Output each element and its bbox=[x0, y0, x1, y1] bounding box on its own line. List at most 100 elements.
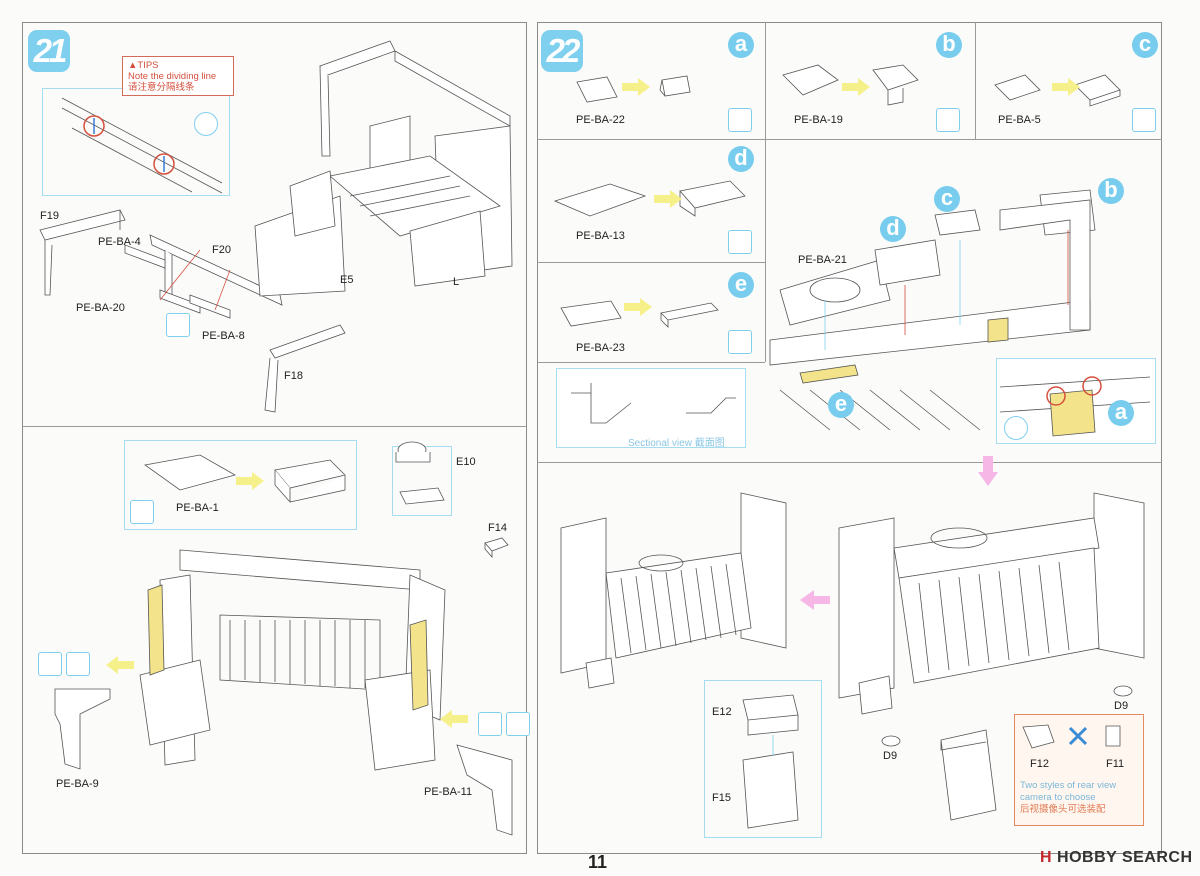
pe-ba-9-drawing bbox=[54, 688, 111, 770]
label-pe-ba-21: PE-BA-21 bbox=[798, 254, 847, 266]
arrow-left-pe-ba-11 bbox=[440, 710, 468, 728]
pe-ba-22-drawing bbox=[576, 75, 691, 103]
pe-ba-1-drawing bbox=[143, 454, 346, 504]
step21-cab-drawing bbox=[254, 40, 513, 297]
bend-icon-b bbox=[936, 108, 960, 132]
main-marker-c: c bbox=[934, 186, 960, 212]
step22-panel bbox=[537, 22, 1162, 854]
magnifier-icon-a bbox=[1004, 416, 1028, 440]
label-d9-right: D9 bbox=[1114, 700, 1129, 712]
e10-drawing bbox=[395, 441, 445, 505]
e12-f15-drawing bbox=[742, 694, 799, 829]
label-pe-ba-19: PE-BA-19 bbox=[794, 114, 843, 126]
label-pe-ba-22: PE-BA-22 bbox=[576, 114, 625, 126]
tips-note: ▲TIPS Note the dividing line 请注意分隔线条 bbox=[122, 56, 234, 96]
arrow-right-c bbox=[1052, 78, 1080, 96]
label-f15: F15 bbox=[712, 792, 731, 804]
label-f14: F14 bbox=[488, 522, 507, 534]
label-e5: E5 bbox=[340, 274, 354, 286]
label-e10: E10 bbox=[456, 456, 476, 468]
arrow-right-d bbox=[654, 190, 682, 208]
step21-frame-parts-drawing bbox=[39, 209, 346, 413]
tips-line-en: Note the dividing line bbox=[128, 71, 217, 82]
glue-icon-pe-ba-11 bbox=[506, 712, 530, 736]
arrow-right-b bbox=[842, 78, 870, 96]
label-f18: F18 bbox=[284, 370, 303, 382]
step22-row-divider-d bbox=[537, 262, 765, 263]
hobby-search-mark: H bbox=[1040, 849, 1053, 866]
step22-col-divider-2 bbox=[975, 22, 976, 139]
page-number: 11 bbox=[588, 852, 608, 872]
step-22-number: 22 bbox=[541, 30, 583, 72]
main-marker-a: a bbox=[1108, 400, 1134, 426]
detail-a-drawing bbox=[999, 376, 1151, 437]
step22-chassis-left-drawing bbox=[560, 492, 787, 689]
step22-chassis-drawing bbox=[769, 189, 1096, 431]
label-l: L bbox=[453, 276, 460, 288]
f14-drawing bbox=[484, 537, 509, 559]
f12-drawing bbox=[1022, 724, 1055, 749]
label-pe-ba-9: PE-BA-9 bbox=[56, 778, 99, 790]
pe-ba-23-drawing bbox=[560, 300, 719, 328]
step22-row-divider-e bbox=[537, 362, 765, 363]
sub-a-marker: a bbox=[728, 32, 754, 58]
sectional-view-box bbox=[556, 368, 746, 448]
pe-ba-19-drawing bbox=[782, 64, 919, 106]
magnifier-icon bbox=[194, 112, 218, 136]
arrow-left-pe-ba-9 bbox=[106, 656, 134, 674]
label-d9-left: D9 bbox=[883, 750, 898, 762]
sectional-view-drawing bbox=[571, 383, 736, 424]
d9-right-drawing bbox=[1113, 685, 1133, 697]
bend-icon-pe-ba-1 bbox=[130, 500, 154, 524]
label-f19: F19 bbox=[40, 210, 59, 222]
f11-drawing bbox=[1105, 725, 1121, 747]
label-pe-ba-13: PE-BA-13 bbox=[576, 230, 625, 242]
bend-icon-d bbox=[728, 230, 752, 254]
step21-divider bbox=[22, 426, 527, 427]
step-21-number: 21 bbox=[28, 30, 70, 72]
label-pe-ba-20: PE-BA-20 bbox=[76, 302, 125, 314]
main-marker-d: d bbox=[880, 216, 906, 242]
tips-detail-drawing bbox=[61, 97, 223, 194]
tips-line-cn: 请注意分隔线条 bbox=[128, 82, 195, 93]
step21-panel bbox=[22, 22, 527, 854]
step22-chassis-right-drawing bbox=[838, 492, 1145, 715]
arrow-down-pink bbox=[978, 456, 998, 486]
arrow-right-a bbox=[622, 78, 650, 96]
pe-ba-13-drawing bbox=[553, 180, 746, 217]
bend-icon-a bbox=[728, 108, 752, 132]
sectional-view-caption: Sectional view 截面图 bbox=[628, 438, 725, 449]
sub-c-marker: c bbox=[1132, 32, 1158, 58]
label-f12: F12 bbox=[1030, 758, 1049, 770]
tips-title: ▲TIPS bbox=[128, 60, 159, 71]
label-pe-ba-23: PE-BA-23 bbox=[576, 342, 625, 354]
sub-d-marker: d bbox=[728, 146, 754, 172]
e12-f15-box bbox=[704, 680, 822, 838]
label-pe-ba-8: PE-BA-8 bbox=[202, 330, 245, 342]
glue-icon-pe-ba-9 bbox=[66, 652, 90, 676]
pe-ba-11-drawing bbox=[456, 744, 513, 836]
label-pe-ba-1: PE-BA-1 bbox=[176, 502, 219, 514]
glue-icon bbox=[166, 313, 190, 337]
note-line-cn: 后视摄像头可选装配 bbox=[1020, 804, 1106, 815]
label-pe-ba-5: PE-BA-5 bbox=[998, 114, 1041, 126]
label-e12: E12 bbox=[712, 706, 732, 718]
arrow-left-pink bbox=[800, 590, 830, 610]
rear-camera-note: Two styles of rear view camera to choose… bbox=[1014, 714, 1144, 826]
step21-assembly-drawing bbox=[139, 549, 446, 771]
hobby-search-logo: H HOBBY SEARCH bbox=[1040, 849, 1193, 867]
arrow-right-e bbox=[624, 298, 652, 316]
arrow-right-pe-ba-1 bbox=[236, 472, 264, 490]
pe-ba-1-box bbox=[124, 440, 357, 530]
step22-top-divider bbox=[537, 139, 1162, 140]
step22-divider bbox=[537, 462, 1162, 463]
bend-icon-pe-ba-9 bbox=[38, 652, 62, 676]
label-pe-ba-4: PE-BA-4 bbox=[98, 236, 141, 248]
pe-ba-5-drawing bbox=[994, 74, 1121, 107]
choice-icon bbox=[1068, 726, 1088, 746]
rear-camera-drawing bbox=[940, 729, 997, 821]
label-f20: F20 bbox=[212, 244, 231, 256]
sub-b-marker: b bbox=[936, 32, 962, 58]
d9-left-drawing bbox=[881, 735, 901, 747]
sub-e-marker: e bbox=[728, 272, 754, 298]
